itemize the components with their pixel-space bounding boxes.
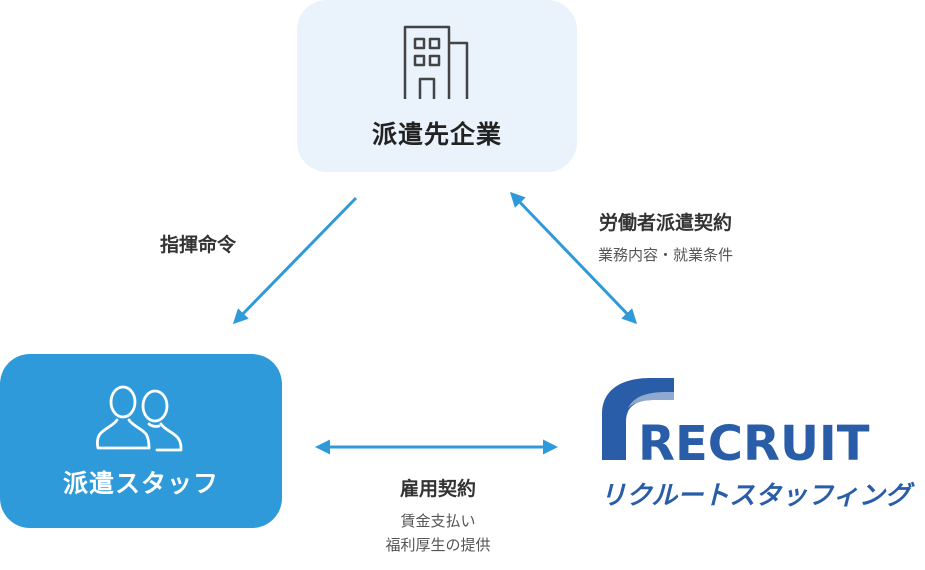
employment-sub-2: 福利厚生の提供: [385, 536, 491, 554]
dispatch-contract-sub: 業務内容・就業条件: [598, 246, 734, 264]
logo-staffing-text: リクルートスタッフィング: [600, 481, 916, 511]
dispatch-contract-label: 労働者派遣契約: [599, 212, 733, 234]
command-label: 指揮命令: [160, 234, 237, 256]
employment-sub-1: 賃金支払い: [400, 512, 476, 530]
people-icon: [96, 385, 183, 452]
employment-label: 雇用契約: [399, 478, 476, 500]
client-company-node: 派遣先企業: [297, 0, 577, 172]
dispatch-staff-node: 派遣スタッフ: [0, 354, 282, 528]
dispatch-staff-label: 派遣スタッフ: [62, 469, 219, 498]
command-label-group: 指揮命令: [160, 230, 236, 257]
building-icon: [403, 25, 469, 99]
client-company-label: 派遣先企業: [371, 120, 502, 149]
logo-recruit-text: RECRUIT: [638, 416, 870, 472]
recruit-staffing-logo: RECRUIT リクルートスタッフィング: [600, 378, 916, 511]
dispatch-contract-arrow: [509, 191, 638, 325]
employment-label-group: 雇用契約 賃金支払い 福利厚生の提供: [368, 474, 508, 557]
command-arrow: [232, 196, 358, 325]
dispatch-contract-label-group: 労働者派遣契約 業務内容・就業条件: [598, 208, 733, 267]
